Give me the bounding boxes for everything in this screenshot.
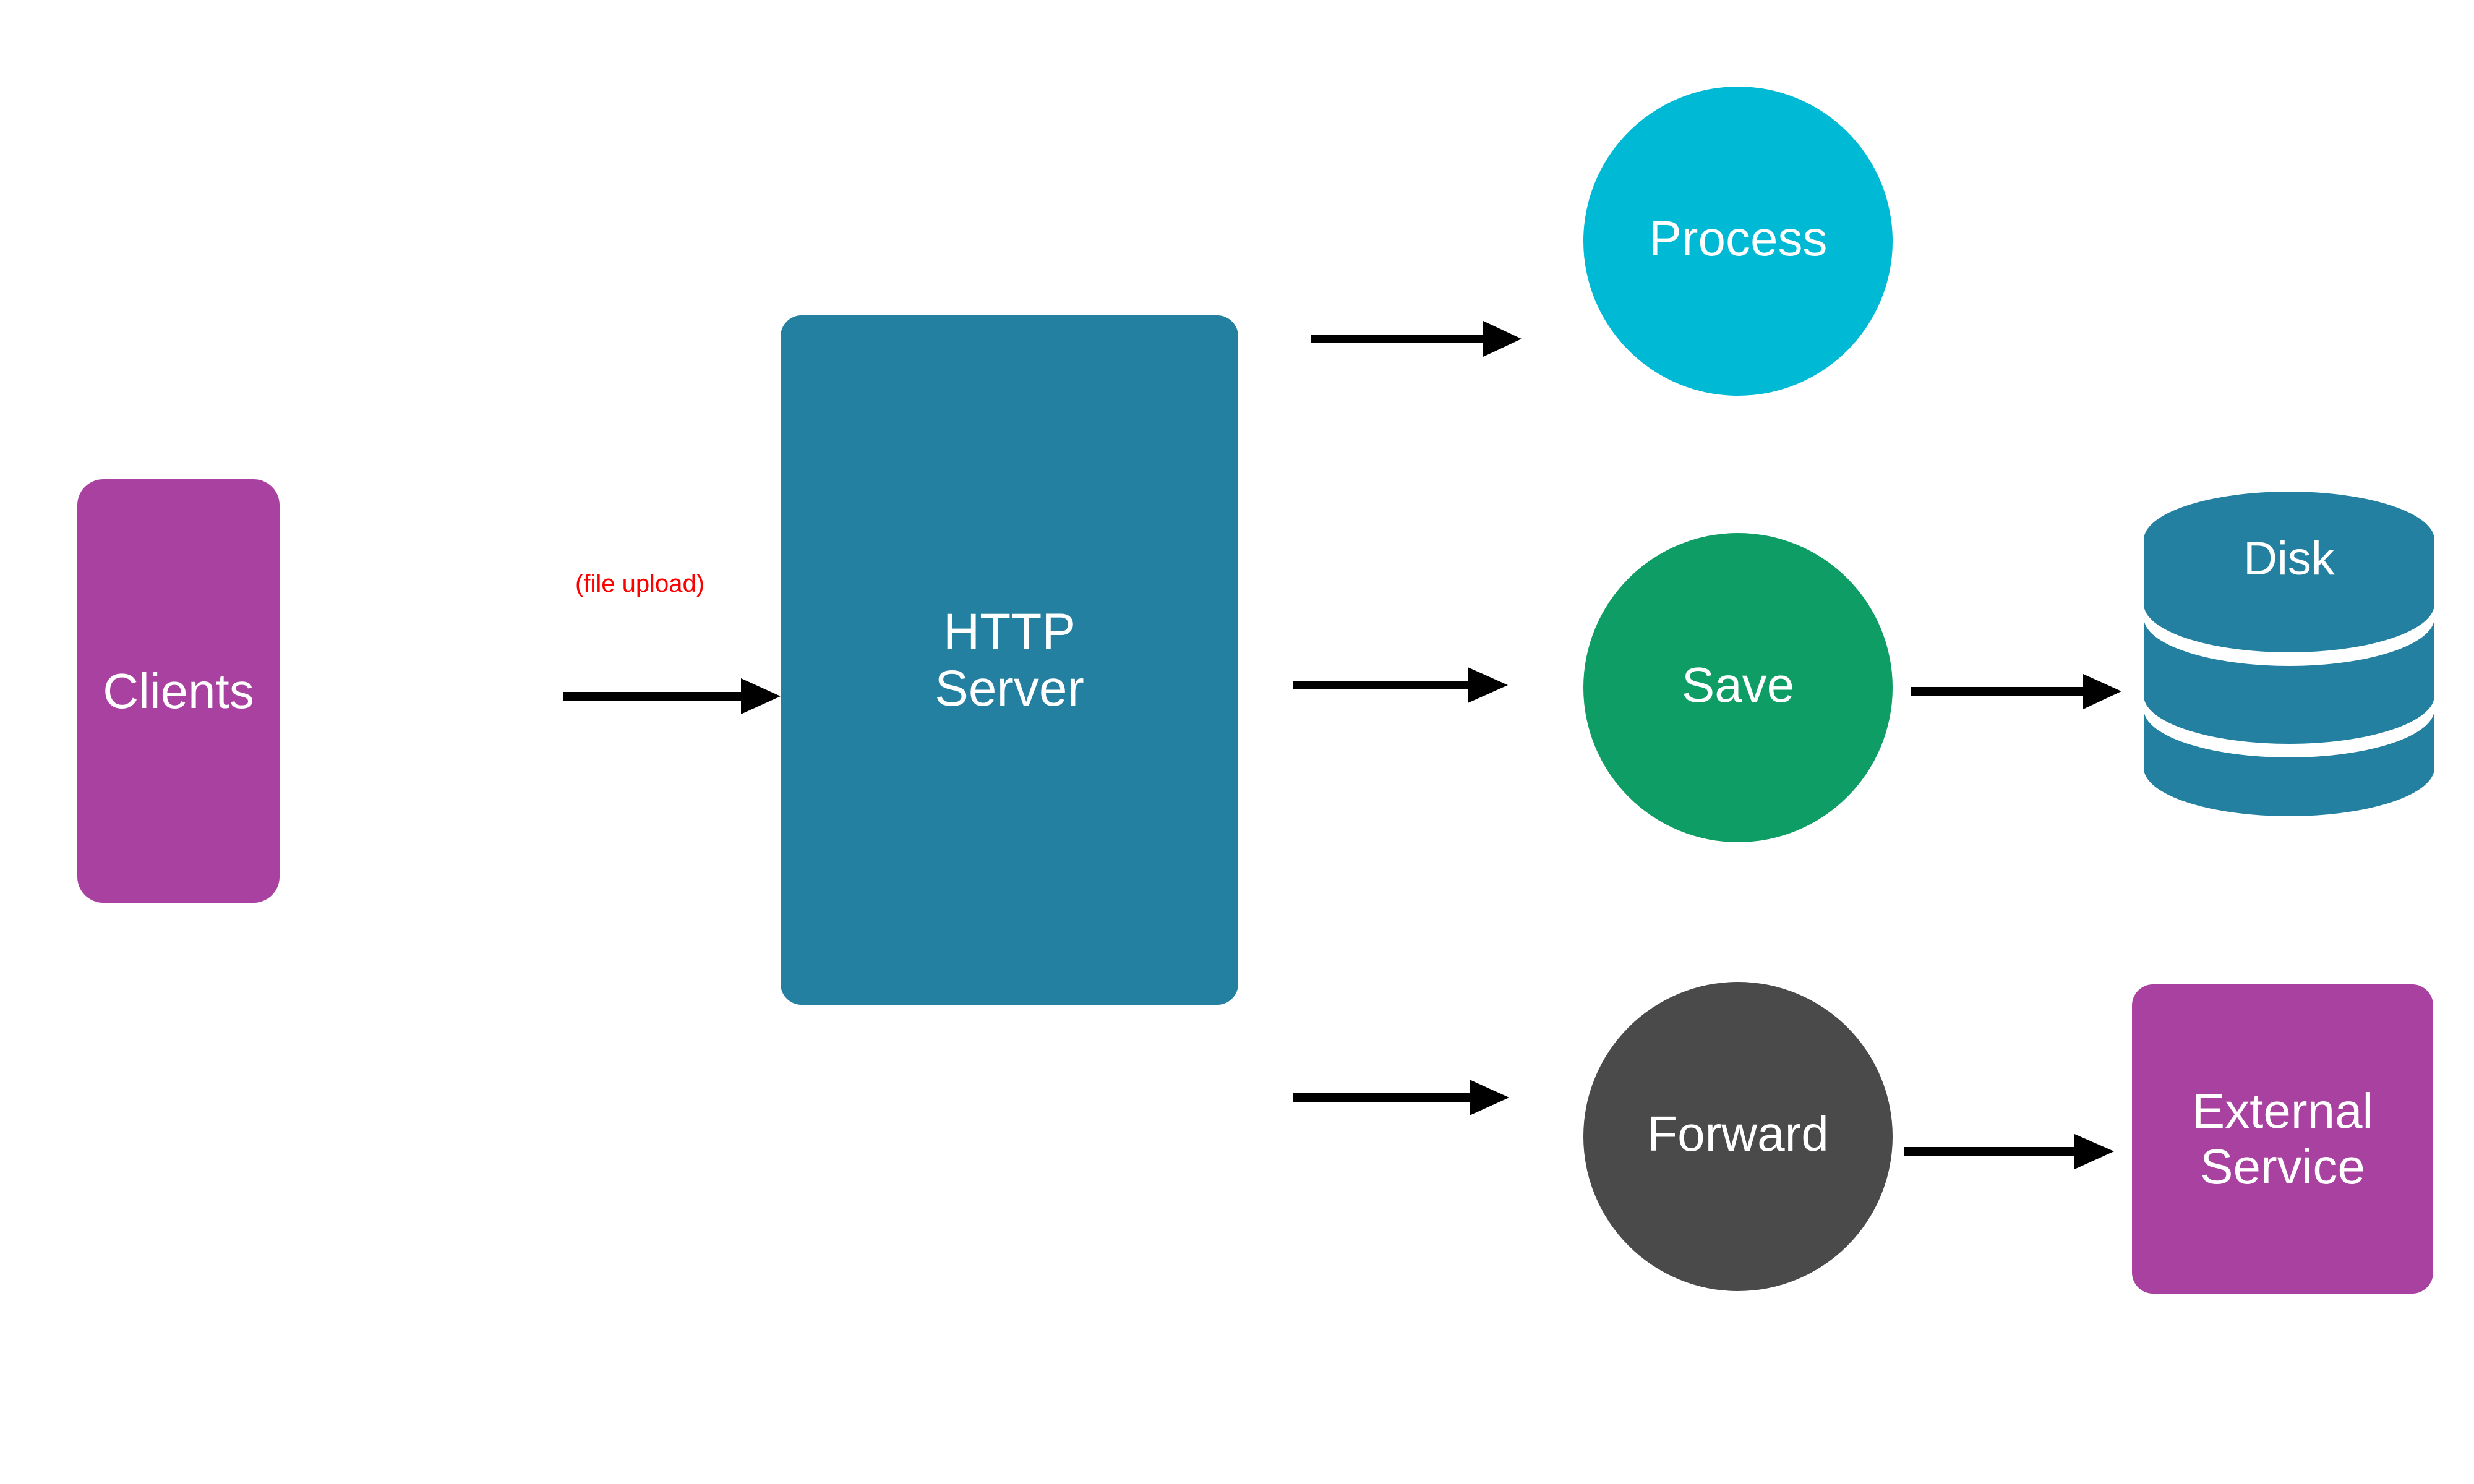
node-external-service-label: External Service: [2191, 1083, 2374, 1194]
edge-label-file-upload: (file upload): [575, 570, 705, 597]
arrow-clients-to-http-server: [563, 665, 792, 733]
arrow-right-icon: [1311, 321, 1522, 357]
node-save[interactable]: Save: [1583, 533, 1893, 842]
node-forward-label: Forward: [1647, 1106, 1829, 1162]
node-disk[interactable]: Disk: [2144, 492, 2434, 816]
node-clients-label: Clients: [103, 663, 254, 719]
node-forward[interactable]: Forward: [1583, 982, 1893, 1291]
arrow-right-icon: [1911, 674, 2121, 709]
node-external-service[interactable]: External Service: [2132, 984, 2433, 1294]
arrow-right-icon: [563, 678, 781, 714]
arrow-http-server-to-process: [1311, 306, 1559, 374]
node-save-label: Save: [1681, 657, 1795, 713]
arrow-forward-to-external-service: [1904, 1124, 2139, 1192]
arrow-http-server-to-forward: [1293, 1064, 1552, 1135]
node-process-label: Process: [1648, 211, 1828, 267]
node-http-server[interactable]: HTTP Server: [781, 315, 1238, 1005]
database-cylinder-icon: [2144, 492, 2434, 816]
arrow-right-icon: [1904, 1134, 2114, 1169]
arrow-right-icon: [1293, 667, 1508, 703]
node-clients[interactable]: Clients: [77, 479, 280, 903]
arrow-right-icon: [1293, 1080, 1509, 1115]
arrow-save-to-disk: [1911, 655, 2146, 723]
node-process[interactable]: Process: [1583, 87, 1893, 396]
node-disk-label: Disk: [2243, 532, 2335, 585]
node-http-server-label: HTTP Server: [935, 603, 1084, 717]
arrow-http-server-to-save: [1293, 652, 1552, 720]
